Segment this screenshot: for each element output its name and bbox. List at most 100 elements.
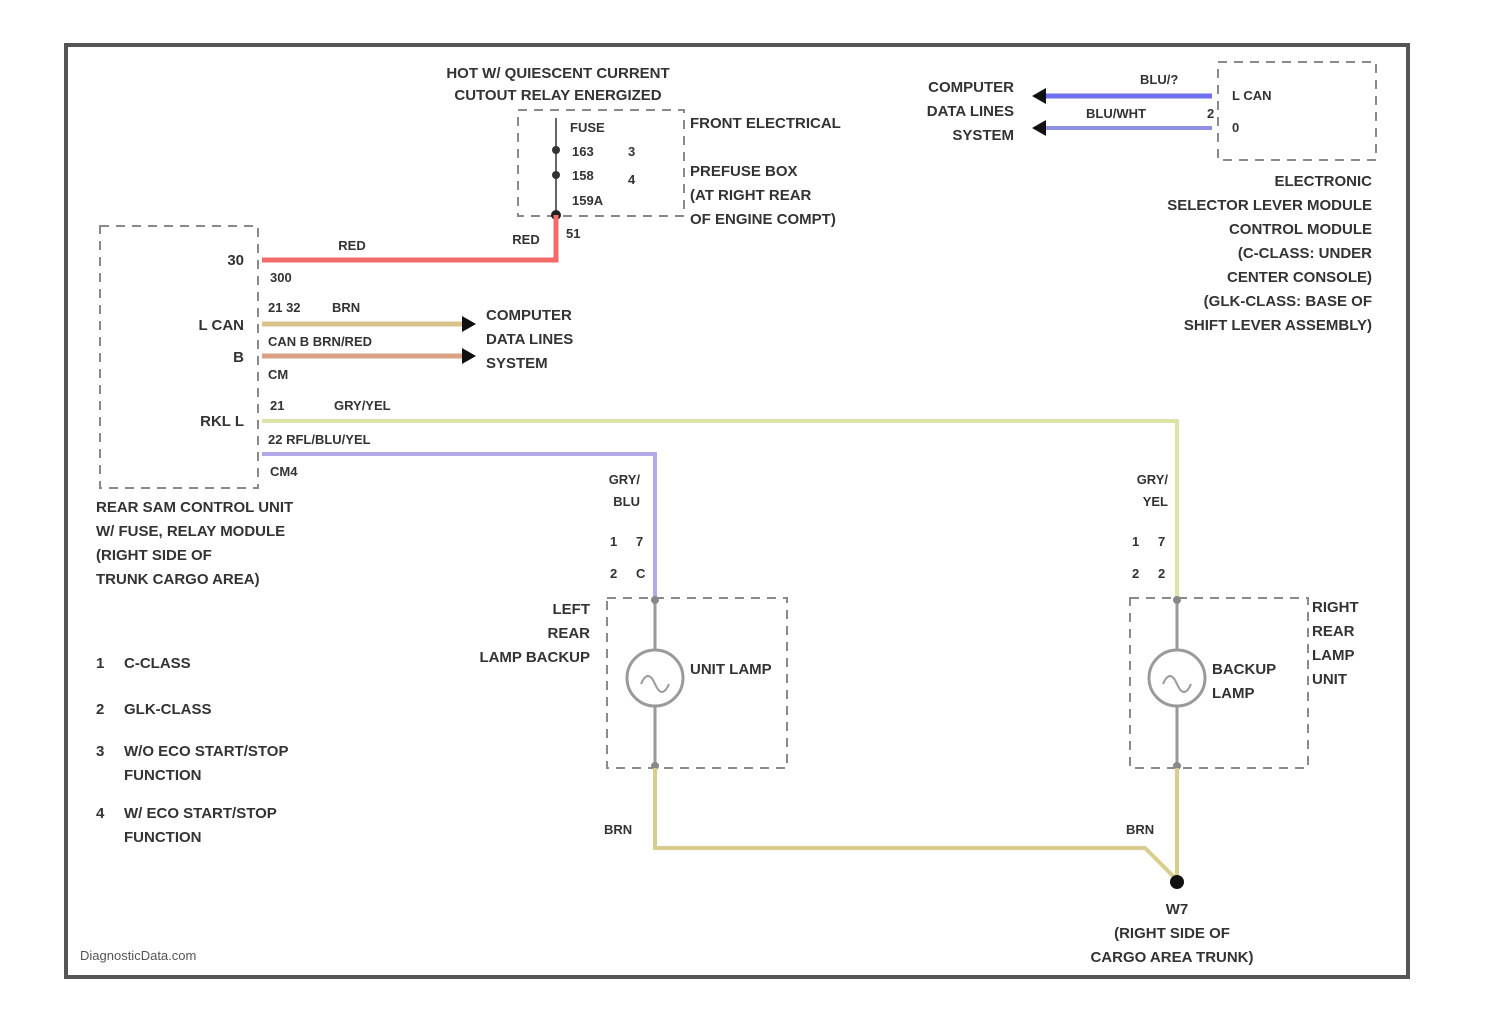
gray-yellow-wire-path: [262, 421, 1177, 598]
rear-sam-desc-4: TRUNK CARGO AREA): [96, 571, 260, 588]
right-rear-lamp: GRY/ YEL 1 7 2 2 BACKUP LAMP RIGHT REAR …: [1130, 472, 1359, 770]
ground-wire-label-right: BRN: [1126, 822, 1154, 837]
right-bulb-filament-icon: [1163, 676, 1191, 692]
data-lines-right-2: DATA LINES: [927, 103, 1014, 120]
ground-wire-path: [655, 768, 1177, 880]
rear-sam-pin-30: 30: [227, 252, 244, 269]
prefuse-box-desc-1: PREFUSE BOX: [690, 163, 798, 180]
legend-num-3: 3: [96, 743, 104, 760]
fuse-159a: 159A: [572, 193, 604, 208]
blue-wire-label: BLU/?: [1140, 72, 1178, 87]
selector-desc-4: (C-CLASS: UNDER: [1238, 245, 1372, 262]
selector-pin-mark: 2: [1207, 106, 1214, 121]
selector-desc-1: ELECTRONIC: [1275, 173, 1373, 190]
can-wires: 21 32 BRN CAN B BRN/RED CM COMPUTER DATA…: [262, 300, 573, 382]
left-lamp-pin-a2: 7: [636, 534, 643, 549]
right-lamp-wire-1: GRY/: [1137, 472, 1169, 487]
prefuse-box-title: FRONT ELECTRICAL: [690, 115, 841, 132]
data-lines-left-3: SYSTEM: [486, 355, 548, 372]
right-lamp-pin-a2: 7: [1158, 534, 1165, 549]
data-lines-left-2: DATA LINES: [486, 331, 573, 348]
fuse-pin-4: 4: [628, 172, 636, 187]
relay-note-line-1: HOT W/ QUIESCENT CURRENT: [446, 65, 669, 82]
right-lamp-inner-label-1: BACKUP: [1212, 661, 1276, 678]
right-lamp-label-3: LAMP: [1312, 647, 1355, 664]
red-wire-lower-label: 300: [270, 270, 292, 285]
selector-desc-3: CONTROL MODULE: [1229, 221, 1372, 238]
right-lamp-wire-2: YEL: [1143, 494, 1168, 509]
gray-yellow-wire-color: GRY/YEL: [334, 398, 391, 413]
right-lamp-label-4: UNIT: [1312, 671, 1347, 688]
prefuse-box-desc-2: (AT RIGHT REAR: [690, 187, 812, 204]
relay-note-line-2: CUTOUT RELAY ENERGIZED: [454, 87, 661, 104]
legend-text-3a: W/O ECO START/STOP: [124, 743, 288, 760]
left-lamp-pin-a1: 1: [610, 534, 617, 549]
left-lamp-wire-1: GRY/: [609, 472, 641, 487]
selector-lever-outline: [1218, 62, 1376, 160]
right-lamp-label-1: RIGHT: [1312, 599, 1359, 616]
gray-yellow-wire: 21 GRY/YEL: [262, 398, 1177, 598]
fuse-node-1: [552, 146, 560, 154]
left-lamp-wire-2: BLU: [613, 494, 640, 509]
fuse-158: 158: [572, 168, 594, 183]
left-lamp-outline: [607, 598, 787, 768]
left-lamp-pin-b2: C: [636, 566, 646, 581]
rear-sam-pin-rkl: RKL L: [200, 413, 244, 430]
legend-num-1: 1: [96, 655, 104, 672]
purple-wire-label: 22 RFL/BLU/YEL: [268, 432, 371, 447]
relay-note: HOT W/ QUIESCENT CURRENT CUTOUT RELAY EN…: [446, 65, 669, 104]
blue-white-wire-arrow-icon: [1032, 120, 1046, 136]
fuse-163: 163: [572, 144, 594, 159]
gray-yellow-wire-pin: 21: [270, 398, 284, 413]
canb-wire-color: CAN B BRN/RED: [268, 334, 372, 349]
left-lamp-pin-top: [651, 596, 659, 604]
rear-sam-desc-2: W/ FUSE, RELAY MODULE: [96, 523, 285, 540]
right-lamp-pin-b2: 2: [1158, 566, 1165, 581]
fuse-label: FUSE: [570, 120, 605, 135]
selector-desc-7: SHIFT LEVER ASSEMBLY): [1184, 317, 1372, 334]
selector-pin-2: 0: [1232, 120, 1239, 135]
legend-text-3b: FUNCTION: [124, 767, 202, 784]
rear-sam-pin-b: B: [233, 349, 244, 366]
right-bulb-icon: [1149, 650, 1205, 706]
left-rear-lamp: GRY/ BLU 1 7 2 C UNIT LAMP LEFT REAR LAM…: [479, 472, 787, 770]
canb-arrow-icon: [462, 348, 476, 364]
ground-point-icon: [1170, 875, 1184, 889]
legend-num-4: 4: [96, 805, 105, 822]
selector-desc-6: (GLK-CLASS: BASE OF: [1204, 293, 1372, 310]
ground-wire-label-left: BRN: [604, 822, 632, 837]
left-lamp-label-3: LAMP BACKUP: [479, 649, 590, 666]
rear-sam-desc-3: (RIGHT SIDE OF: [96, 547, 212, 564]
left-lamp-inner-label: UNIT LAMP: [690, 661, 772, 678]
legend-text-1: C-CLASS: [124, 655, 191, 672]
red-wire: RED RED 51 300: [262, 215, 580, 285]
left-lamp-pin-b1: 2: [610, 566, 617, 581]
data-lines-right-3: SYSTEM: [952, 127, 1014, 144]
left-bulb-filament-icon: [641, 676, 669, 692]
legend-text-2: GLK-CLASS: [124, 701, 212, 718]
purple-wire: 22 RFL/BLU/YEL CM4: [262, 432, 655, 598]
lcan-arrow-icon: [462, 316, 476, 332]
rear-sam-pin-lcan: L CAN: [198, 317, 244, 334]
fuse-pin-3: 3: [628, 144, 635, 159]
lcan-wire-pins: 21 32: [268, 300, 301, 315]
fuse-node-2: [552, 171, 560, 179]
rear-sam-unit: 30 L CAN B RKL L REAR SAM CONTROL UNIT W…: [96, 226, 293, 588]
ground-name: W7: [1166, 901, 1189, 918]
ground-desc-1: (RIGHT SIDE OF: [1114, 925, 1230, 942]
footer-watermark: DiagnosticData.com: [80, 948, 196, 963]
prefuse-box-desc-3: OF ENGINE COMPT): [690, 211, 836, 228]
legend-text-4b: FUNCTION: [124, 829, 202, 846]
blue-white-wire-label: BLU/WHT: [1086, 106, 1146, 121]
left-bulb-icon: [627, 650, 683, 706]
data-lines-right-1: COMPUTER: [928, 79, 1014, 96]
ground-desc-2: CARGO AREA TRUNK): [1090, 949, 1253, 966]
canb-wire-pin: CM: [268, 367, 288, 382]
ground-wire: BRN BRN W7 (RIGHT SIDE OF CARGO AREA TRU…: [604, 768, 1254, 966]
right-lamp-pin-top: [1173, 596, 1181, 604]
legend: 1 C-CLASS 2 GLK-CLASS 3 W/O ECO START/ST…: [96, 655, 288, 846]
purple-wire-pin: CM4: [270, 464, 298, 479]
blue-wire-arrow-icon: [1032, 88, 1046, 104]
selector-desc-5: CENTER CONSOLE): [1227, 269, 1372, 286]
